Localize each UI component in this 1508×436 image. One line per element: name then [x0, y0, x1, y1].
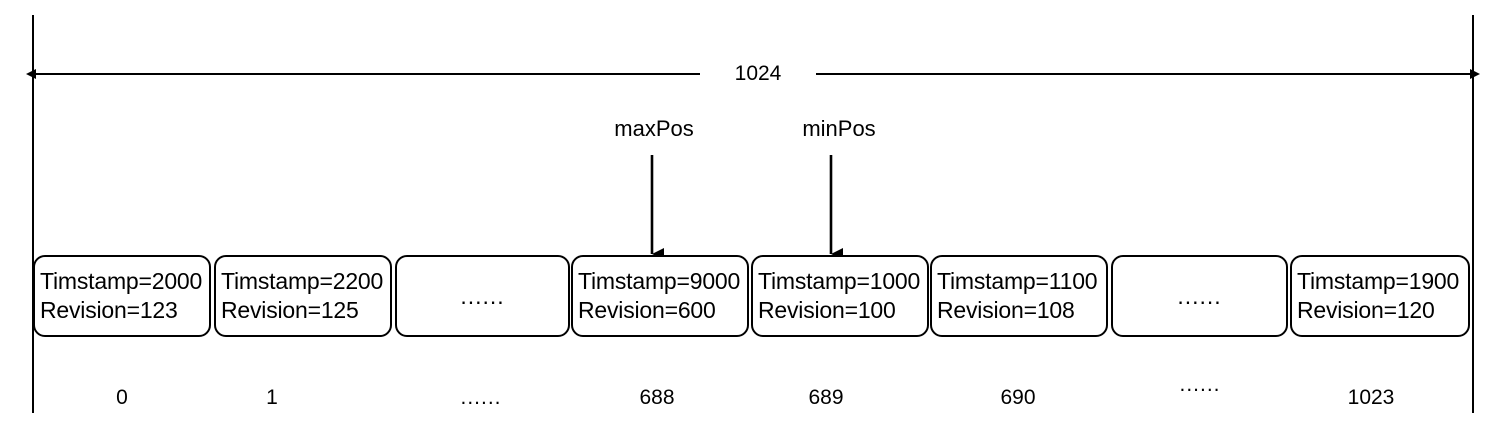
cell-revision: Revision=100 — [758, 297, 896, 323]
cell-index-label: 688 — [639, 386, 675, 409]
cell-ellipsis: ...... — [1177, 282, 1222, 309]
cell-revision: Revision=125 — [221, 297, 359, 323]
buffer-cell[interactable]: Timstamp=2000 Revision=123 — [33, 255, 211, 337]
buffer-cell-ellipsis[interactable]: ...... — [1111, 255, 1288, 337]
cell-index-label-ellipsis: ...... — [1179, 373, 1221, 396]
cell-index-label: 0 — [116, 386, 128, 409]
cell-index-label-ellipsis: ...... — [460, 386, 502, 409]
buffer-cell[interactable]: Timstamp=9000 Revision=600 — [571, 255, 749, 337]
cell-revision: Revision=120 — [1297, 297, 1435, 323]
cell-timestamp: Timstamp=9000 — [578, 268, 741, 294]
cell-ellipsis: ...... — [460, 282, 505, 309]
cell-timestamp: Timstamp=1000 — [758, 268, 921, 294]
buffer-cell[interactable]: Timstamp=1100 Revision=108 — [930, 255, 1108, 337]
cell-timestamp: Timstamp=1100 — [937, 268, 1098, 294]
buffer-cell-ellipsis[interactable]: ...... — [395, 255, 570, 337]
cell-index-label: 1 — [266, 386, 278, 409]
buffer-cell[interactable]: Timstamp=1000 Revision=100 — [751, 255, 929, 337]
buffer-cell[interactable]: Timstamp=1900 Revision=120 — [1290, 255, 1470, 337]
cell-index-label: 689 — [808, 386, 844, 409]
pointer-label-maxpos: maxPos — [614, 116, 694, 141]
cell-index-label: 1023 — [1347, 386, 1395, 409]
cell-index-label: 690 — [1000, 386, 1036, 409]
capacity-label: 1024 — [700, 63, 816, 84]
cell-revision: Revision=108 — [937, 297, 1075, 323]
left-boundary-rule — [32, 15, 34, 413]
buffer-cell[interactable]: Timstamp=2200 Revision=125 — [214, 255, 392, 337]
cell-revision: Revision=123 — [40, 297, 178, 323]
cell-timestamp: Timstamp=2000 — [40, 268, 203, 294]
cell-timestamp: Timstamp=1900 — [1297, 268, 1460, 294]
cell-timestamp: Timstamp=2200 — [221, 268, 384, 294]
cell-revision: Revision=600 — [578, 297, 716, 323]
pointer-label-minpos: minPos — [802, 116, 876, 141]
right-boundary-rule — [1472, 15, 1474, 413]
